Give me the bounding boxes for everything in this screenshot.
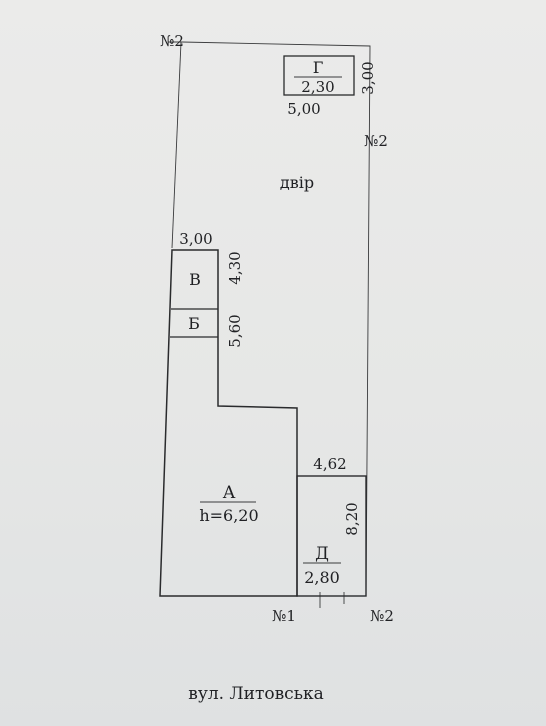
building-v-width-dim: 3,00 [179,230,212,248]
plot-boundary-top-right [168,41,371,597]
building-g-letter: Г [313,58,324,77]
building-d-outline [296,475,367,597]
building-b-letter: Б [188,314,200,333]
main-house-outline [159,249,298,597]
neighbour-labels: №2 №2 №1 №2 [160,32,394,625]
neighbour-bottom-right: №2 [370,607,394,625]
building-d-letter: Д [315,544,329,564]
building-g-width-dim: 5,00 [287,100,320,118]
main-house [159,249,298,597]
plot-boundary [168,41,371,608]
building-b-height-dim: 5,60 [226,314,244,347]
neighbour-right-side: №2 [364,132,388,150]
building-v-height-dim: 4,30 [226,251,244,284]
building-d-value: 2,80 [304,568,340,587]
building-a-letter: А [223,483,236,503]
building-d-height-dim: 8,20 [343,502,361,535]
building-g-height-dim: 3,00 [359,61,377,94]
building-d: Д 2,80 4,62 8,20 [296,455,367,597]
plot-boundary-left [171,41,182,249]
building-g: Г 2,30 5,00 3,00 [283,55,377,118]
building-a: А h=6,20 [199,483,258,525]
building-b: Б 5,60 [188,314,244,348]
street-label: вул. Литовська [188,684,323,704]
building-a-height-note: h=6,20 [199,506,258,525]
neighbour-top-left: №2 [160,32,184,50]
neighbour-bottom-center: №1 [272,607,296,625]
building-v: В 3,00 4,30 [179,230,244,289]
building-g-outline [283,55,355,96]
building-v-letter: В [189,270,201,289]
yard-label: двір [280,173,314,192]
building-g-value: 2,30 [301,78,334,96]
building-d-width-dim: 4,62 [313,455,346,473]
